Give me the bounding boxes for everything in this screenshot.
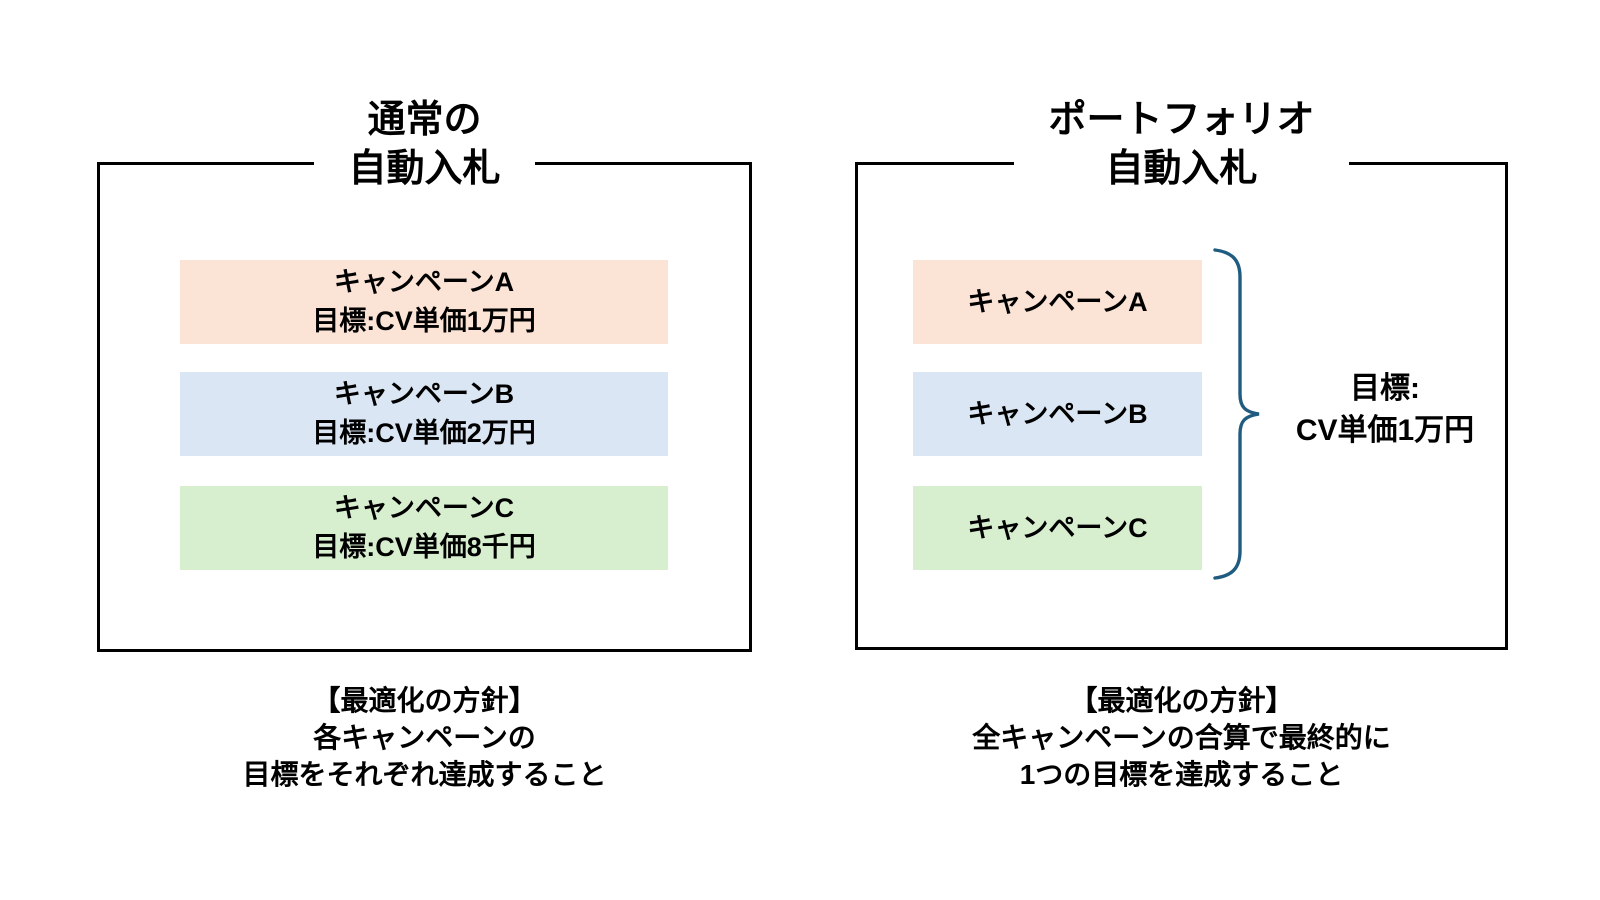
left-group-title: 通常の 自動入札 xyxy=(97,96,752,194)
campaign-b-left-box: キャンペーンB 目標:CV単価2万円 xyxy=(180,372,668,456)
campaign-c-goal: 目標:CV単価8千円 xyxy=(312,532,536,562)
portfolio-goal-label: 目標: CV単価1万円 xyxy=(1262,368,1508,452)
campaign-c-name: キャンペーンC xyxy=(333,493,515,523)
campaign-c-name: キャンペーンC xyxy=(967,512,1148,543)
campaign-a-right-box: キャンペーンA xyxy=(913,260,1202,344)
left-group-title-text: 通常の 自動入札 xyxy=(314,96,535,194)
right-policy-text: 【最適化の方針】 全キャンペーンの合算で最終的に 1つの目標を達成すること xyxy=(855,682,1508,793)
right-title-line2: 自動入札 xyxy=(1105,148,1258,190)
campaign-c-left-box: キャンペーンC 目標:CV単価8千円 xyxy=(180,486,668,570)
portfolio-goal-line1: 目標: xyxy=(1350,372,1420,405)
campaign-a-left-box: キャンペーンA 目標:CV単価1万円 xyxy=(180,260,668,344)
right-policy-line2: 全キャンペーンの合算で最終的に xyxy=(972,722,1391,753)
left-policy-text: 【最適化の方針】 各キャンペーンの 目標をそれぞれ達成すること xyxy=(97,682,752,793)
campaign-a-name: キャンペーンA xyxy=(967,286,1148,317)
left-title-line1: 通常の xyxy=(367,99,482,141)
right-policy-line1: 【最適化の方針】 xyxy=(1069,685,1294,716)
right-group-title-text: ポートフォリオ 自動入札 xyxy=(1014,96,1349,194)
right-title-line1: ポートフォリオ xyxy=(1048,99,1315,141)
campaign-a-goal: 目標:CV単価1万円 xyxy=(312,306,536,336)
campaign-b-goal: 目標:CV単価2万円 xyxy=(312,418,536,448)
campaign-a-name: キャンペーンA xyxy=(333,267,515,297)
right-policy-line3: 1つの目標を達成すること xyxy=(1019,759,1344,790)
campaign-b-right-box: キャンペーンB xyxy=(913,372,1202,456)
curly-brace-path xyxy=(1213,248,1260,580)
campaign-c-right-box: キャンペーンC xyxy=(913,486,1202,570)
curly-brace-icon xyxy=(1213,248,1260,580)
left-policy-line3: 目標をそれぞれ達成すること xyxy=(242,759,607,790)
left-policy-line2: 各キャンペーンの xyxy=(313,722,536,753)
portfolio-goal-line2: CV単価1万円 xyxy=(1295,414,1475,447)
campaign-b-name: キャンペーンB xyxy=(333,379,515,409)
right-group-title: ポートフォリオ 自動入札 xyxy=(855,96,1508,194)
left-title-line2: 自動入札 xyxy=(348,148,501,190)
campaign-b-name: キャンペーンB xyxy=(967,398,1148,429)
left-policy-line1: 【最適化の方針】 xyxy=(312,685,537,716)
